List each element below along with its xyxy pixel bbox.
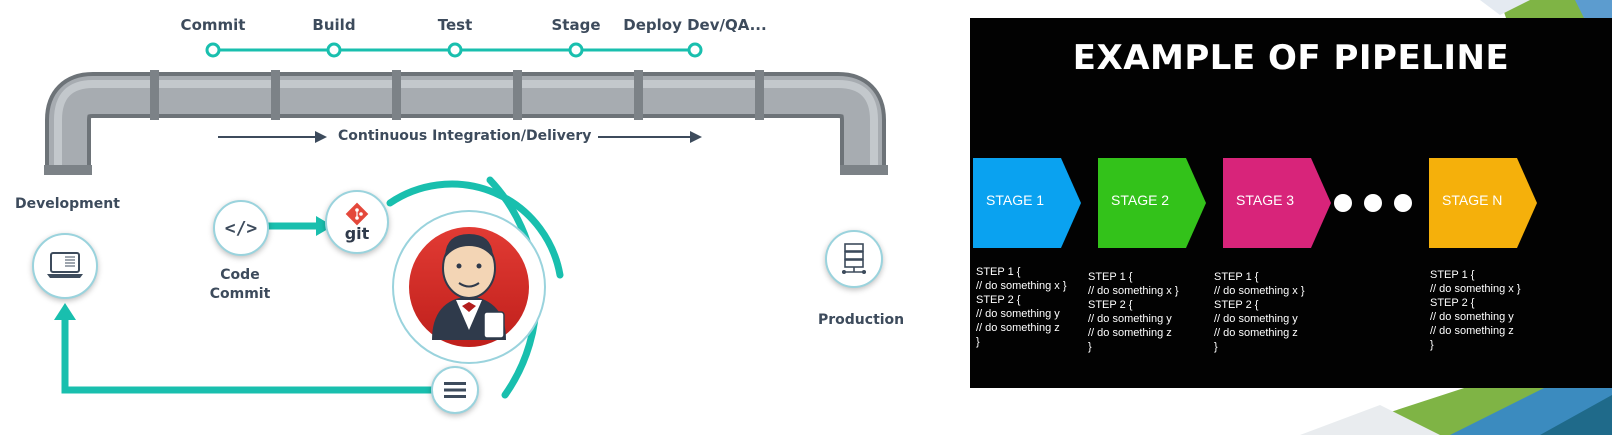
stage-n-label: STAGE N [1442,192,1503,208]
pipeline-example-panel: EXAMPLE OF PIPELINE STAGE 1 STEP 1 { // … [970,18,1612,388]
code-commit-label: Code Commit [200,266,280,304]
ci-flow-label: Continuous Integration/Delivery [338,128,592,144]
ellipsis-dot-2 [1364,194,1382,212]
ellipsis-dot-3 [1394,194,1412,212]
stage-label-stage: Stage [551,16,601,34]
flow-arrows [218,131,702,143]
commit-arrowhead [316,216,333,236]
stage-3-label: STAGE 3 [1236,192,1295,208]
menu-icon [444,382,466,398]
stage-label-deploy: Deploy Dev/QA... [623,16,767,34]
stage-marker-stage [568,42,584,58]
production-node [825,230,883,288]
stage-3-chevron [1223,158,1331,248]
stage-label-commit: Commit [180,16,246,34]
code-label-line2: Commit [209,286,271,302]
stage-label-build: Build [312,16,356,34]
stage-label-test: Test [437,16,473,34]
code-label-line1: Code [220,267,260,283]
ci-cd-diagram [44,42,888,399]
stage-1-label: STAGE 1 [986,192,1045,208]
stage-marker-test [447,42,463,58]
code-brackets-icon: </> [224,217,258,239]
production-label: Production [818,312,905,328]
jenkins-icon [432,234,506,340]
menu-node [431,366,479,414]
stage-n-steps: STEP 1 { // do something x } STEP 2 { //… [1430,269,1521,351]
stage-marker-deploy [687,42,703,58]
laptop-icon [47,252,83,278]
development-node [32,233,98,299]
pipeline-pipe [44,70,888,175]
feedback-loop [61,318,435,394]
git-label: git [344,224,370,243]
stage-marker-commit [205,42,221,58]
stage-marker-build [326,42,342,58]
stage-2-chevron [1098,158,1206,248]
stage-1-steps: STEP 1 { // do something x } STEP 2 { //… [976,266,1067,348]
jenkins-arc-inner [386,180,564,279]
git-logo-icon [345,202,369,226]
code-commit-node: </> [213,200,269,256]
server-icon [842,243,866,274]
ellipsis-dot-1 [1334,194,1352,212]
stage-markers [205,42,703,58]
stage-1-chevron [973,158,1081,248]
pipeline-title: EXAMPLE OF PIPELINE [1072,38,1510,78]
git-node: git [325,190,389,254]
stage-3-steps: STEP 1 { // do something x } STEP 2 { //… [1214,271,1305,353]
stage-2-label: STAGE 2 [1111,192,1170,208]
stage-2-steps: STEP 1 { // do something x } STEP 2 { //… [1088,271,1179,353]
development-label: Development [15,196,120,212]
feedback-arrowhead [54,303,76,320]
stage-n-chevron [1429,158,1537,248]
